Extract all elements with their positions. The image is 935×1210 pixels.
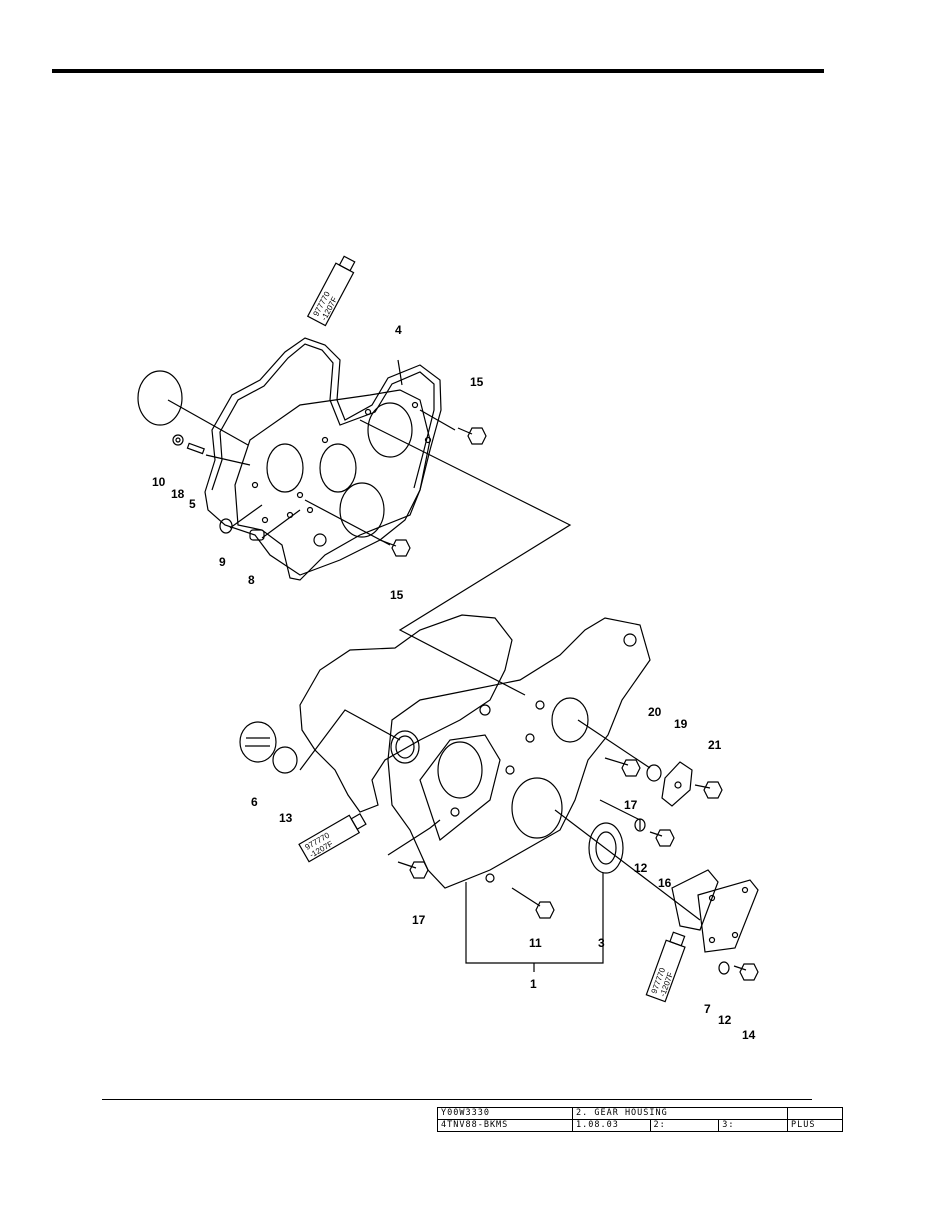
ring-9 xyxy=(219,518,233,534)
upper-plate xyxy=(234,389,432,581)
callout-18: 18 xyxy=(171,487,185,501)
callout-17-right: 17 xyxy=(624,798,638,812)
bottom-rule xyxy=(102,1099,812,1100)
callout-5: 5 xyxy=(189,497,196,511)
leader-5 xyxy=(205,454,251,466)
callout-16: 16 xyxy=(658,876,672,890)
upper-gasket xyxy=(204,337,442,576)
washer-12-upper xyxy=(634,818,646,832)
callout-3: 3 xyxy=(598,936,605,950)
bolt-15-lower xyxy=(379,539,411,557)
callout-11: 11 xyxy=(529,936,542,950)
o-ring-13 xyxy=(272,746,298,774)
callout-7: 7 xyxy=(704,1002,711,1016)
callout-17-left: 17 xyxy=(412,913,426,927)
bolt-11 xyxy=(511,887,555,919)
washer-12-lower xyxy=(718,961,730,975)
field-2: 2: xyxy=(649,1119,720,1132)
lower-gasket xyxy=(299,614,513,813)
model-number: 4TNV88-BKMS xyxy=(437,1119,573,1132)
callout-15-lower: 15 xyxy=(390,588,404,602)
leader-cap xyxy=(299,709,401,771)
title-block-row-1: Y00W3330 2. GEAR HOUSING xyxy=(437,1107,843,1120)
callout-15-upper: 15 xyxy=(470,375,484,389)
sealant-tube-upper: 977770 -1207F xyxy=(306,255,356,327)
bolt-15-upper xyxy=(457,427,487,445)
leader-17-left xyxy=(387,819,441,856)
leader-7 xyxy=(554,809,701,921)
oil-filler-cap-6 xyxy=(239,721,277,763)
pin-8 xyxy=(249,529,265,541)
leader-8 xyxy=(261,509,301,539)
gear-housing xyxy=(387,617,651,889)
o-ring-10 xyxy=(137,370,183,426)
bolt-17-left xyxy=(397,861,429,879)
o-ring-20 xyxy=(646,764,662,782)
leader-15a xyxy=(419,409,456,431)
leader-4 xyxy=(397,359,403,386)
sealant-tube-lower-right: 977770 -1207F xyxy=(645,931,686,1003)
callout-21: 21 xyxy=(708,738,722,752)
leader-12-upper xyxy=(599,799,641,830)
title-block: Y00W3330 2. GEAR HOUSING 4TNV88-BKMS 1.0… xyxy=(437,1107,843,1132)
drawing-title: 2. GEAR HOUSING xyxy=(572,1107,788,1120)
nut-18 xyxy=(172,434,184,446)
sealant-tube-lower-left: 977770 -1207F xyxy=(298,812,367,863)
callout-12-upper: 12 xyxy=(634,861,648,875)
plus-cell: PLUS xyxy=(787,1119,843,1132)
bracket-1 xyxy=(465,882,604,964)
bolt-14 xyxy=(733,963,759,981)
title-block-row-2: 4TNV88-BKMS 1.08.03 2: 3: PLUS xyxy=(437,1119,843,1132)
callout-10: 10 xyxy=(152,475,166,489)
oil-seal-3 xyxy=(588,822,624,874)
leader-10 xyxy=(167,399,249,446)
callout-14: 14 xyxy=(742,1028,756,1042)
top-rule xyxy=(52,69,824,73)
leader-15b xyxy=(304,499,391,546)
leader-plate-to-housing xyxy=(359,419,572,696)
callout-13: 13 xyxy=(279,811,293,825)
callout-6: 6 xyxy=(251,795,258,809)
bolt-16 xyxy=(649,829,675,847)
callout-1: 1 xyxy=(530,977,537,991)
callout-8: 8 xyxy=(248,573,255,587)
drawing-code: Y00W3330 xyxy=(437,1107,573,1120)
callout-12-lower: 12 xyxy=(718,1013,732,1027)
blank-cell xyxy=(787,1107,843,1120)
callout-20: 20 xyxy=(648,705,662,719)
callout-9: 9 xyxy=(219,555,226,569)
leader-20 xyxy=(577,719,651,769)
leader-9 xyxy=(229,504,263,529)
field-3: 3: xyxy=(718,1119,788,1132)
issue-date: 1.08.03 xyxy=(572,1119,651,1132)
cover-plate-7 xyxy=(671,869,759,953)
callout-19: 19 xyxy=(674,717,688,731)
bolt-21 xyxy=(694,781,723,799)
plate-19 xyxy=(661,761,693,807)
upper-gasket-inner xyxy=(211,343,435,491)
bolt-17-right xyxy=(604,757,641,777)
stud-5 xyxy=(186,442,205,455)
callout-4: 4 xyxy=(395,323,402,337)
